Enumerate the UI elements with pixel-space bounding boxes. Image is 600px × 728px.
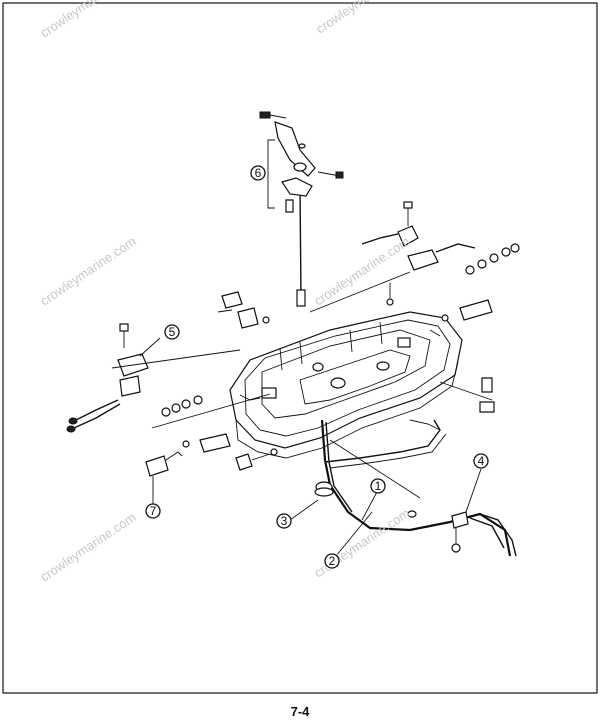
frame-border (2, 2, 598, 694)
callout-5-label: 5 (169, 325, 176, 339)
watermarks: crowleymarine.com crowleymarine.com crow… (37, 0, 414, 584)
callout-3: 3 (276, 513, 292, 529)
wiring-harness (314, 419, 517, 557)
callout-5: 5 (164, 324, 180, 340)
watermark-3: crowleymarine.com (37, 233, 138, 308)
callout-7-label: 7 (150, 504, 157, 518)
callout-2-label: 2 (329, 554, 336, 568)
page-number: 7-4 (290, 704, 310, 719)
callout-7: 7 (145, 503, 161, 519)
watermark-2: crowleymarine.com (313, 0, 414, 36)
callout-1: 1 (370, 478, 386, 494)
shift-rod-assembly (259, 111, 344, 307)
bottom-cowling (229, 311, 463, 469)
watermark-6: crowleymarine.com (311, 505, 412, 580)
callout-4-label: 4 (478, 454, 485, 468)
left-side-parts (66, 291, 278, 477)
watermark-1: crowleymarine.com (37, 0, 138, 40)
watermark-5: crowleymarine.com (37, 509, 138, 584)
watermark-4: crowleymarine.com (311, 233, 412, 308)
callout-6-label: 6 (255, 166, 262, 180)
callout-2: 2 (324, 553, 340, 569)
callout-1-label: 1 (375, 479, 382, 493)
callout-3-label: 3 (281, 514, 288, 528)
right-upper-parts (361, 201, 520, 413)
callout-4: 4 (473, 453, 489, 469)
leader-lines (111, 271, 493, 557)
callout-6: 6 (250, 165, 266, 181)
